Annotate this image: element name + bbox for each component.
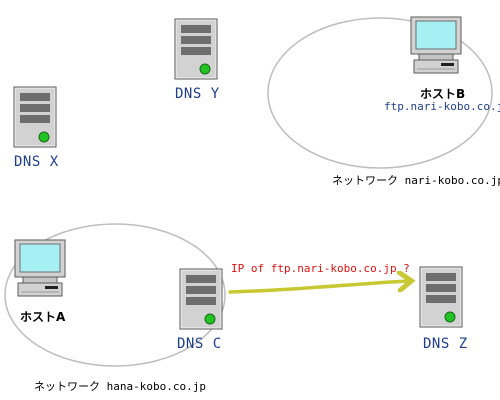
server-icon <box>174 18 218 80</box>
dns-z-label: DNS Z <box>423 336 468 352</box>
network-nari-kobo-label: ネットワーク nari-kobo.co.jp <box>332 174 500 187</box>
dns-y-label: DNS Y <box>175 86 220 102</box>
network-hana-kobo-label: ネットワーク hana-kobo.co.jp <box>34 380 206 393</box>
host-a-label: ホストA <box>20 310 66 324</box>
query-arrow-icon <box>228 281 408 294</box>
dns-x-label: DNS X <box>14 154 59 170</box>
host-b-fqdn: ftp.nari-kobo.co.jp <box>384 100 500 113</box>
host-b-label: ホストB <box>420 87 466 101</box>
server-icon <box>179 268 223 330</box>
server-icon <box>13 86 57 148</box>
dns-c-label: DNS C <box>177 336 222 352</box>
computer-icon <box>14 239 66 297</box>
network-nari-kobo-ellipse <box>267 17 493 169</box>
computer-icon <box>410 16 462 74</box>
dns-query-label: IP of ftp.nari-kobo.co.jp ? <box>231 262 410 275</box>
network-hana-kobo-ellipse <box>4 223 226 367</box>
server-icon <box>419 266 463 328</box>
